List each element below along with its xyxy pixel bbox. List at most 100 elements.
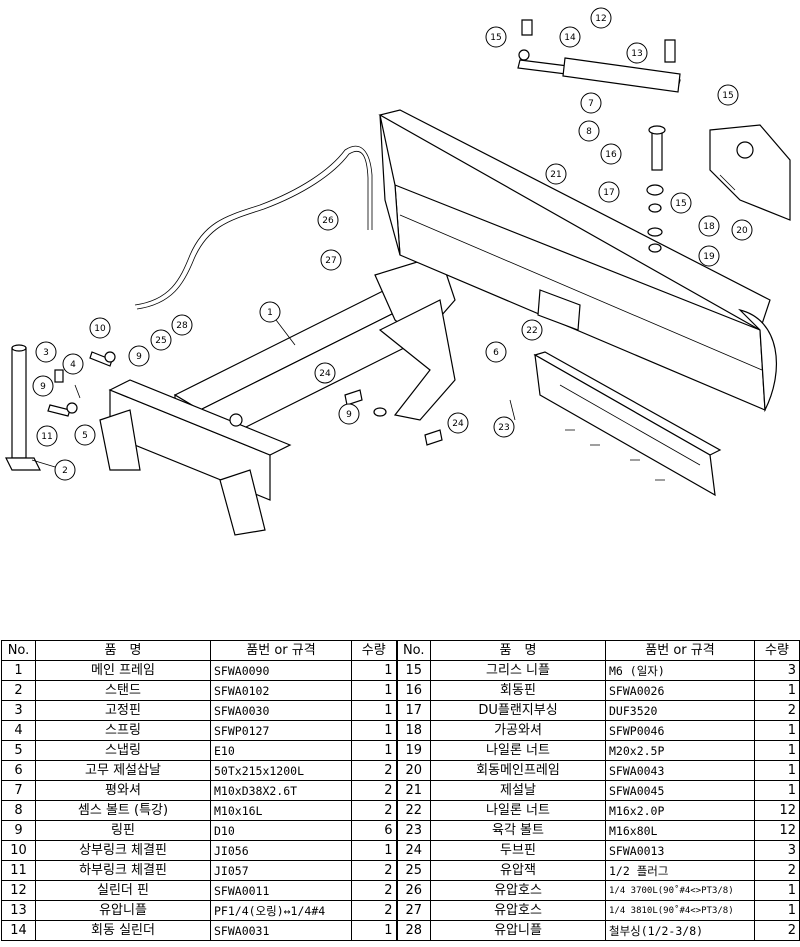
callout-15a: 15 bbox=[485, 26, 507, 48]
cell-name: 하부링크 체결핀 bbox=[35, 860, 211, 881]
cell-name: 셈스 볼트 (특강) bbox=[35, 800, 211, 821]
cell-code: M6 (일자) bbox=[605, 660, 755, 681]
cell-no: 25 bbox=[395, 860, 431, 881]
svg-text:17: 17 bbox=[603, 188, 614, 198]
cell-no: 24 bbox=[395, 840, 431, 861]
cell-name: 유압니플 bbox=[430, 920, 606, 941]
cell-qty: 2 bbox=[754, 860, 800, 881]
callout-15b: 15 bbox=[717, 84, 739, 106]
cell-no: 12 bbox=[1, 880, 36, 901]
callout-28: 28 bbox=[171, 314, 193, 336]
cell-qty: 1 bbox=[351, 920, 397, 941]
callout-8: 8 bbox=[578, 120, 600, 142]
svg-text:1: 1 bbox=[267, 308, 273, 318]
callout-6: 6 bbox=[485, 341, 507, 363]
cell-name: 유압호스 bbox=[430, 880, 606, 901]
header-code: 품번 or 규격 bbox=[210, 640, 352, 661]
cell-qty: 2 bbox=[351, 900, 397, 921]
main-frame-part bbox=[99, 254, 456, 536]
cell-code: SFWA0011 bbox=[210, 880, 352, 901]
cell-name: 유압잭 bbox=[430, 860, 606, 881]
cell-no: 27 bbox=[395, 900, 431, 921]
cell-code: SFWA0013 bbox=[605, 840, 755, 861]
cell-qty: 1 bbox=[754, 740, 800, 761]
svg-text:9: 9 bbox=[40, 382, 46, 392]
cell-name: 그리스 니플 bbox=[430, 660, 606, 681]
stand-part bbox=[5, 344, 41, 471]
callout-10: 10 bbox=[89, 317, 111, 339]
cell-name: 고정핀 bbox=[35, 700, 211, 721]
cell-no: 14 bbox=[1, 920, 36, 941]
cell-qty: 3 bbox=[754, 840, 800, 861]
svg-text:16: 16 bbox=[605, 150, 617, 160]
header-no: No. bbox=[395, 640, 431, 661]
cell-qty: 2 bbox=[754, 920, 800, 941]
cell-code: E10 bbox=[210, 740, 352, 761]
svg-text:11: 11 bbox=[41, 432, 52, 442]
cell-code: D10 bbox=[210, 820, 352, 841]
callout-17: 17 bbox=[598, 181, 620, 203]
cell-no: 5 bbox=[1, 740, 36, 761]
cell-qty: 1 bbox=[754, 780, 800, 801]
cell-qty: 1 bbox=[351, 700, 397, 721]
cell-qty: 1 bbox=[351, 740, 397, 761]
cell-code: M10xD38X2.6T bbox=[210, 780, 352, 801]
cylinder-part bbox=[517, 19, 681, 93]
cell-name: 상부링크 체결핀 bbox=[35, 840, 211, 861]
cell-qty: 1 bbox=[351, 660, 397, 681]
cell-code: SFWP0046 bbox=[605, 720, 755, 741]
pivot-parts bbox=[646, 125, 666, 253]
callout-25: 25 bbox=[150, 329, 172, 351]
svg-text:20: 20 bbox=[736, 226, 748, 236]
callout-27: 27 bbox=[320, 249, 342, 271]
callout-13: 13 bbox=[626, 42, 648, 64]
svg-text:22: 22 bbox=[526, 326, 537, 336]
callout-16: 16 bbox=[600, 143, 622, 165]
cell-no: 26 bbox=[395, 880, 431, 901]
svg-text:27: 27 bbox=[325, 256, 336, 266]
callout-2: 2 bbox=[31, 459, 76, 481]
callout-26: 26 bbox=[317, 209, 339, 231]
svg-text:7: 7 bbox=[588, 99, 594, 109]
svg-text:15: 15 bbox=[722, 91, 733, 101]
callout-9a: 9 bbox=[128, 345, 150, 367]
cell-no: 19 bbox=[395, 740, 431, 761]
callout-3: 3 bbox=[35, 341, 57, 363]
svg-text:28: 28 bbox=[176, 321, 188, 331]
cell-qty: 1 bbox=[351, 840, 397, 861]
svg-text:24: 24 bbox=[452, 419, 464, 429]
cell-qty: 1 bbox=[754, 680, 800, 701]
cell-name: 실린더 핀 bbox=[35, 880, 211, 901]
cell-code: SFWA0045 bbox=[605, 780, 755, 801]
hydraulic-hose bbox=[134, 145, 373, 306]
rotating-frame-part bbox=[709, 124, 791, 221]
callout-19: 19 bbox=[698, 245, 720, 267]
header-qty: 수량 bbox=[754, 640, 800, 661]
cell-no: 9 bbox=[1, 820, 36, 841]
parts-list-table: No. 품 명 품번 or 규격 수량 No. 품 명 품번 or 규격 수량 … bbox=[1, 640, 800, 941]
small-parts-left bbox=[47, 351, 443, 446]
callout-18: 18 bbox=[698, 215, 720, 237]
svg-text:9: 9 bbox=[346, 410, 352, 420]
cell-name: 스탠드 bbox=[35, 680, 211, 701]
svg-text:15: 15 bbox=[490, 33, 501, 43]
cell-qty: 2 bbox=[754, 700, 800, 721]
header-name: 품 명 bbox=[35, 640, 211, 661]
cell-name: 나일론 너트 bbox=[430, 800, 606, 821]
cell-code: SFWA0090 bbox=[210, 660, 352, 681]
callout-7: 7 bbox=[580, 92, 602, 114]
bolts-part bbox=[509, 399, 665, 481]
cell-qty: 2 bbox=[351, 780, 397, 801]
cell-name: 제설날 bbox=[430, 780, 606, 801]
svg-text:25: 25 bbox=[155, 336, 166, 346]
svg-text:5: 5 bbox=[82, 431, 88, 441]
cell-no: 18 bbox=[395, 720, 431, 741]
cell-name: 링핀 bbox=[35, 820, 211, 841]
cell-code: JI057 bbox=[210, 860, 352, 881]
cell-code: PF1/4(오링)↔1/4#4 bbox=[210, 900, 352, 921]
